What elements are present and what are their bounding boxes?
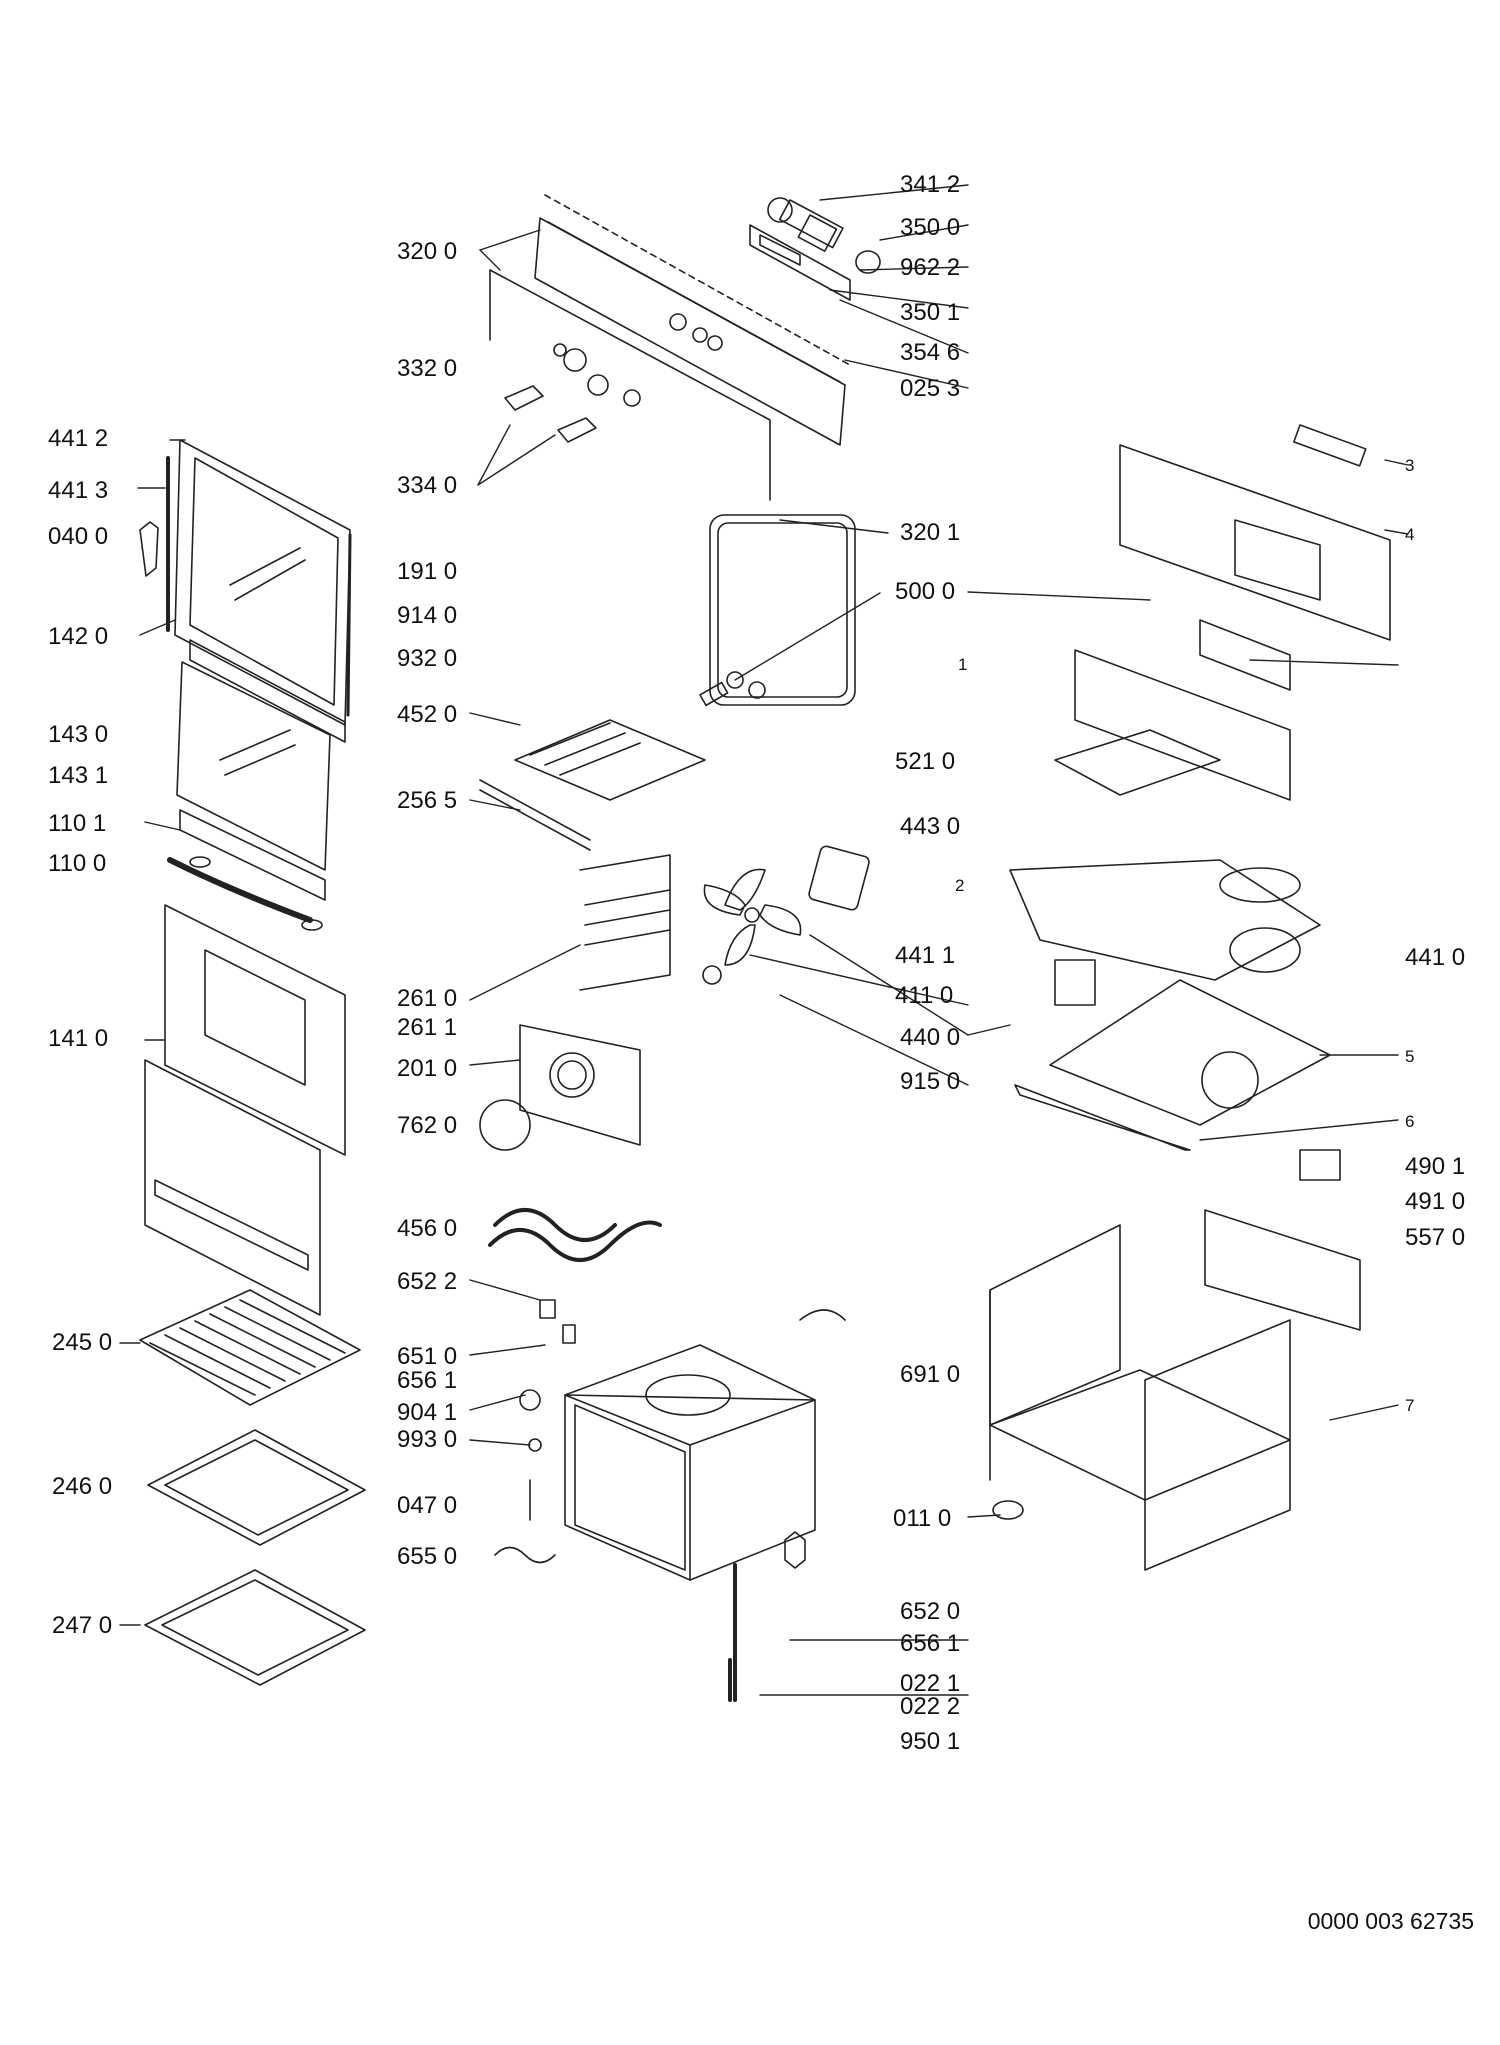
label-491-0: 491 0	[1405, 1188, 1466, 1215]
label-7: 7	[1405, 1396, 1415, 1415]
label-652-0: 652 0	[900, 1598, 961, 1625]
label-932-0: 932 0	[397, 645, 458, 672]
label-557-0: 557 0	[1405, 1224, 1466, 1251]
label-141-0: 141 0	[48, 1025, 109, 1052]
label-441-0: 441 0	[1405, 944, 1466, 971]
label-441-1: 441 1	[895, 942, 956, 969]
label-247-0: 247 0	[52, 1612, 113, 1639]
door-assembly-drawing	[139, 439, 352, 1316]
label-354-6: 354 6	[900, 339, 961, 366]
racks-and-trays-drawing	[139, 1289, 366, 1686]
label-256-5: 256 5	[397, 787, 458, 814]
leader-lines	[119, 184, 1409, 1696]
label-341-2: 341 2	[900, 171, 961, 198]
label-411-0: 411 0	[895, 982, 954, 1009]
label-320-1: 320 1	[900, 519, 961, 546]
label-261-1: 261 1	[397, 1014, 458, 1041]
label-350-0: 350 0	[900, 214, 961, 241]
drawing-reference-code: 0000 003 62735	[1307, 1908, 1474, 1934]
label-3: 3	[1405, 456, 1415, 475]
label-143-0: 143 0	[48, 721, 109, 748]
label-245-0: 245 0	[52, 1329, 113, 1356]
label-047-0: 047 0	[397, 1492, 458, 1519]
label-143-1: 143 1	[48, 762, 109, 789]
label-025-3: 025 3	[900, 375, 961, 402]
label-452-0: 452 0	[397, 701, 458, 728]
label-142-0: 142 0	[48, 623, 109, 650]
label-651-0: 651 0	[397, 1343, 458, 1370]
label-914-0: 914 0	[397, 602, 458, 629]
label-656-1: 656 1	[397, 1367, 458, 1394]
label-191-0: 191 0	[397, 558, 458, 585]
label-011-0: 011 0	[893, 1505, 952, 1532]
label-246-0: 246 0	[52, 1473, 113, 1500]
label-950-1: 950 1	[900, 1728, 961, 1755]
label-456-0: 456 0	[397, 1215, 458, 1242]
label-261-0: 261 0	[397, 985, 458, 1012]
control-panel-drawing	[489, 194, 881, 501]
label-521-0: 521 0	[895, 748, 956, 775]
label-762-0: 762 0	[397, 1112, 458, 1139]
label-201-0: 201 0	[397, 1055, 458, 1082]
label-022-1: 022 1	[900, 1670, 961, 1697]
label-500-0: 500 0	[895, 578, 956, 605]
label-040-0: 040 0	[48, 523, 109, 550]
label-441-2: 441 2	[48, 425, 109, 452]
label-334-0: 334 0	[397, 472, 458, 499]
label-2: 2	[955, 876, 965, 895]
label-656-1-b: 656 1	[900, 1630, 961, 1657]
label-441-3: 441 3	[48, 477, 109, 504]
label-110-0: 110 0	[48, 850, 107, 877]
fan-motor-drawing	[479, 845, 870, 1262]
label-5: 5	[1405, 1047, 1415, 1066]
label-962-2: 962 2	[900, 254, 961, 281]
label-904-1: 904 1	[397, 1399, 458, 1426]
label-993-0: 993 0	[397, 1426, 458, 1453]
electronics-drawing	[989, 424, 1391, 1571]
label-4: 4	[1405, 525, 1415, 544]
label-691-0: 691 0	[900, 1361, 961, 1388]
oven-cavity-drawing	[494, 1299, 846, 1702]
label-332-0: 332 0	[397, 355, 458, 382]
label-320-0: 320 0	[397, 238, 458, 265]
label-350-1: 350 1	[900, 299, 961, 326]
label-6: 6	[1405, 1112, 1415, 1131]
label-490-1: 490 1	[1405, 1153, 1466, 1180]
label-440-0: 440 0	[900, 1024, 961, 1051]
label-110-1: 110 1	[48, 810, 107, 837]
shelf-support-drawing	[479, 514, 856, 991]
label-443-0: 443 0	[900, 813, 961, 840]
label-022-2: 022 2	[900, 1693, 961, 1720]
label-652-2: 652 2	[397, 1268, 458, 1295]
label-655-0: 655 0	[397, 1543, 458, 1570]
label-1: 1	[958, 655, 968, 674]
label-915-0: 915 0	[900, 1068, 961, 1095]
